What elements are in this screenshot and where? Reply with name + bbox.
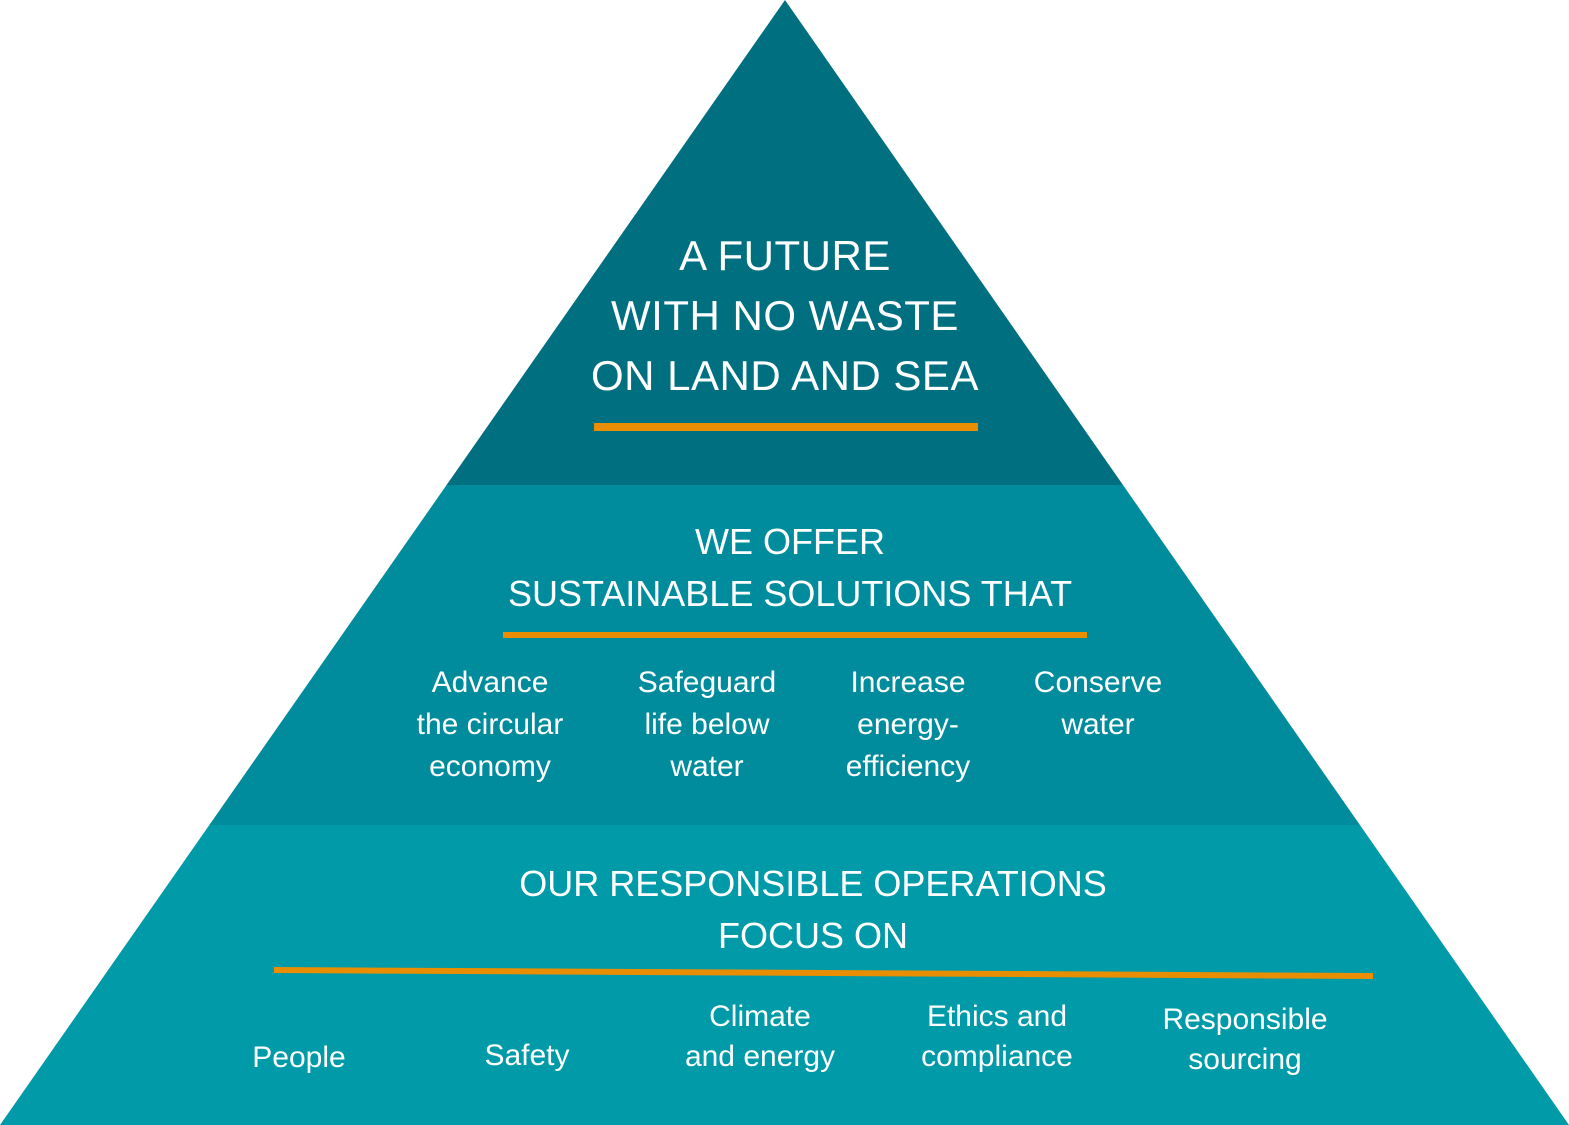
middle-item-circular-economy: Advance the circular economy <box>416 666 564 783</box>
middle-underline <box>503 632 1087 638</box>
top-underline <box>594 423 978 431</box>
bottom-item-responsible-sourcing: Responsible sourcing <box>1162 1003 1328 1076</box>
bottom-underline <box>274 967 1373 979</box>
bottom-item-climate-energy: Climate and energy <box>684 1000 836 1073</box>
middle-item-energy-efficiency: Increase energy- efficiency <box>845 666 971 783</box>
middle-heading: WE OFFER SUSTAINABLE SOLUTIONS THAT <box>507 521 1073 614</box>
bottom-item-people: People <box>252 1041 346 1074</box>
bottom-heading: OUR RESPONSIBLE OPERATIONS FOCUS ON <box>519 863 1107 956</box>
bottom-item-ethics-compliance: Ethics and compliance <box>921 1000 1073 1073</box>
middle-item-conserve-water: Conserve water <box>1033 666 1163 741</box>
bottom-item-safety: Safety <box>484 1039 570 1072</box>
top-title: A FUTURE WITH NO WASTE ON LAND AND SEA <box>591 232 979 399</box>
middle-item-life-below-water: Safeguard life below water <box>637 666 777 783</box>
